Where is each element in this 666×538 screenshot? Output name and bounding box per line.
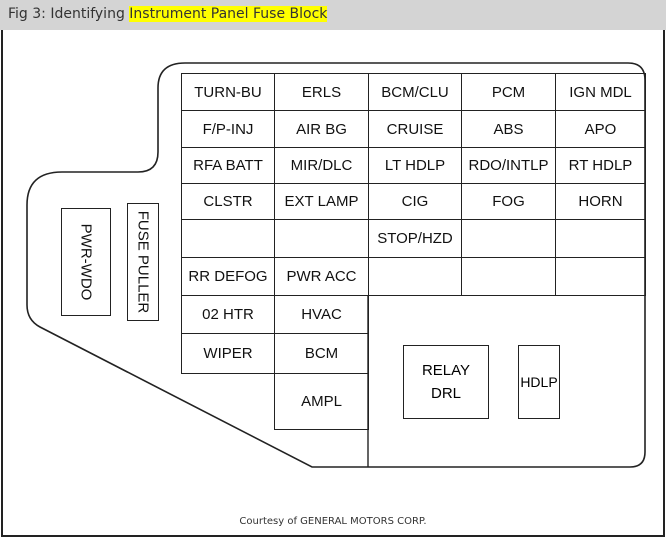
relay-drl: RELAY DRL [403, 345, 489, 419]
fuse-slot: BCM [274, 333, 369, 374]
fuse-slot: AIR BG [274, 110, 369, 148]
fuse-slot: 02 HTR [181, 295, 275, 334]
fuse-slot [555, 257, 646, 296]
figure-caption: Fig 3: Identifying Instrument Panel Fuse… [8, 6, 328, 22]
caption-prefix: Fig 3: Identifying [8, 6, 130, 22]
caption-highlight: Instrument Panel Fuse Block [129, 6, 328, 22]
fuse-slot: FOG [461, 183, 556, 220]
relay-hdlp: HDLP [518, 345, 560, 419]
fuse-slot: PWR ACC [274, 257, 369, 296]
fuse-slot: CLSTR [181, 183, 275, 220]
fuse-slot: TURN-BU [181, 73, 275, 111]
pwr-wdo-breaker: PWR-WDO [61, 208, 111, 316]
pwr-wdo-label: PWR-WDO [77, 223, 95, 301]
fuse-slot: HORN [555, 183, 646, 220]
fuse-slot: IGN MDL [555, 73, 646, 111]
relay-label-line1: RELAY [421, 362, 471, 379]
fuse-slot: ABS [461, 110, 556, 148]
fuse-slot [274, 219, 369, 258]
fuse-slot: MIR/DLC [274, 147, 369, 184]
courtesy-note: Courtesy of GENERAL MOTORS CORP. [239, 516, 427, 527]
fuse-slot: HVAC [274, 295, 369, 334]
fuse-slot: CIG [368, 183, 462, 220]
hdlp-label: HDLP [520, 374, 558, 390]
fuse-slot [461, 219, 556, 258]
fuse-slot [181, 219, 275, 258]
fuse-slot: WIPER [181, 333, 275, 374]
fuse-slot [461, 257, 556, 296]
fuse-slot: LT HDLP [368, 147, 462, 184]
fuse-slot: BCM/CLU [368, 73, 462, 111]
fuse-slot: CRUISE [368, 110, 462, 148]
fuse-slot: PCM [461, 73, 556, 111]
fuse-slot: RDO/INTLP [461, 147, 556, 184]
fuse-slot: AMPL [274, 373, 369, 430]
fuse-slot: RFA BATT [181, 147, 275, 184]
fuse-slot [555, 219, 646, 258]
fuse-slot: ERLS [274, 73, 369, 111]
fuse-slot: EXT LAMP [274, 183, 369, 220]
fuse-puller: FUSE PULLER [127, 203, 159, 321]
fuse-slot: APO [555, 110, 646, 148]
figure-frame [1, 30, 665, 537]
fuse-slot: RT HDLP [555, 147, 646, 184]
relay-label-line2: DRL [430, 385, 461, 402]
fuse-puller-label: FUSE PULLER [134, 210, 152, 314]
fuse-slot [368, 257, 462, 296]
fuse-slot: F/P-INJ [181, 110, 275, 148]
fuse-slot: STOP/HZD [368, 219, 462, 258]
figure-caption-bar: Fig 3: Identifying Instrument Panel Fuse… [0, 0, 666, 30]
fuse-slot: RR DEFOG [181, 257, 275, 296]
